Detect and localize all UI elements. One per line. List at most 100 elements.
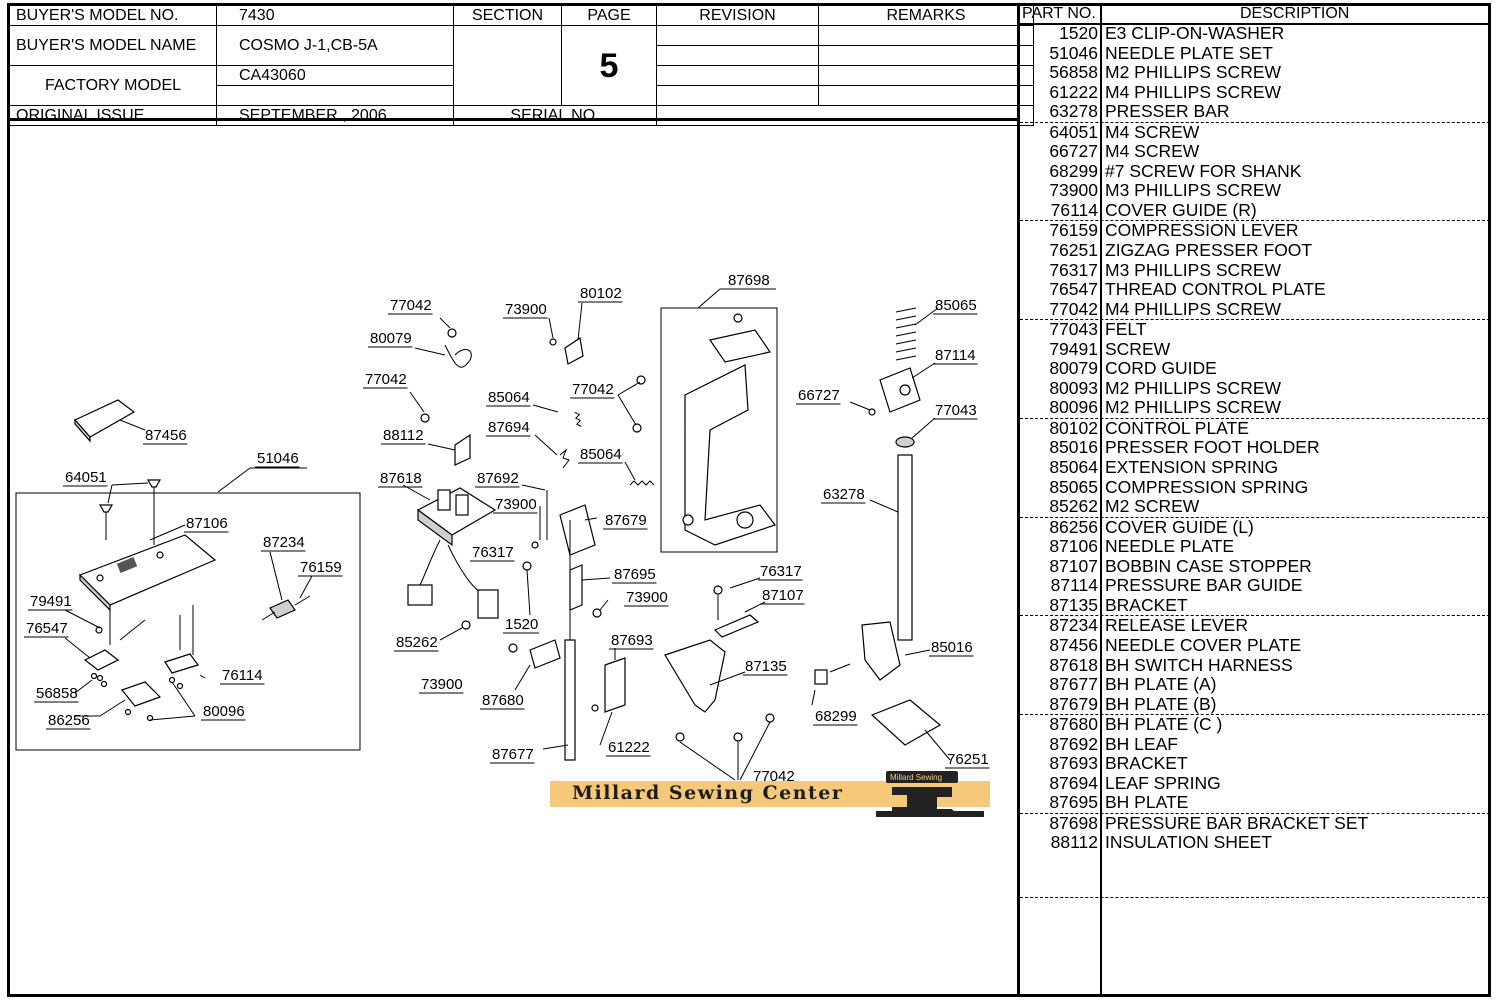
part-description: THREAD CONTROL PLATE (1105, 279, 1326, 300)
callout-label: 87114 (935, 347, 976, 364)
cover-guide-l (120, 681, 162, 707)
callout-label: 76159 (300, 559, 342, 576)
callout-label: 80079 (370, 330, 412, 347)
callout-label: 87693 (611, 632, 653, 649)
callout-label: 88112 (383, 427, 424, 444)
callout-label: 85065 (935, 297, 977, 314)
part-row: 87234 RELEASE LEVER (1020, 616, 1490, 636)
part-description: INSULATION SHEET (1105, 832, 1272, 853)
callout-label: 87618 (380, 470, 422, 487)
callout-label: 56858 (36, 685, 78, 702)
compression-spring (895, 307, 917, 361)
part-row: 87694 LEAF SPRING (1020, 772, 1490, 794)
callout-label: 86256 (48, 712, 90, 729)
parts-column-divider (1100, 5, 1102, 995)
callout-label: 87679 (605, 512, 647, 529)
part-description: EXTENSION SPRING (1105, 457, 1279, 478)
watermark-text: Millard Sewing Center (572, 782, 844, 804)
part-description: BH PLATE (A) (1105, 674, 1217, 695)
callout-label: 76251 (947, 751, 989, 768)
leaf-spring (559, 448, 570, 469)
part-description: #7 SCREW FOR SHANK (1105, 160, 1302, 181)
screw (447, 328, 457, 338)
buyers-model-name: COSMO J-1,CB-5A (216, 25, 454, 66)
callout-label: 85016 (931, 639, 973, 656)
part-description: BH PLATE (C ) (1105, 714, 1223, 735)
callout-label: 77042 (365, 371, 407, 388)
insulation-sheet (454, 433, 471, 466)
part-description: M3 PHILLIPS SCREW (1105, 259, 1282, 280)
part-description: M2 PHILLIPS SCREW (1105, 62, 1282, 83)
callout-label: 73900 (505, 301, 547, 318)
part-description: LEAF SPRING (1105, 772, 1221, 793)
part-description: M4 SCREW (1105, 141, 1200, 162)
callout-label: 85064 (580, 446, 622, 463)
callout-label: 87135 (745, 658, 787, 675)
part-description: BH SWITCH HARNESS (1105, 654, 1293, 675)
part-description: PRESSURE BAR BRACKET SET (1105, 812, 1369, 833)
part-description: PRESSURE BAR GUIDE (1105, 575, 1303, 596)
part-number: 87618 (1049, 654, 1098, 675)
part-number: 87680 (1049, 714, 1098, 735)
description-header: DESCRIPTION (1240, 5, 1350, 22)
part-number: 76159 (1049, 220, 1098, 241)
part-number: 85065 (1049, 476, 1098, 497)
part-number: 85262 (1049, 496, 1098, 517)
part-number: 86256 (1049, 516, 1098, 537)
part-number: 85016 (1049, 437, 1098, 458)
part-description: M4 PHILLIPS SCREW (1105, 298, 1282, 319)
part-description: NEEDLE PLATE (1105, 536, 1235, 557)
part-number: 63278 (1049, 101, 1098, 122)
bobbin-case-stopper (713, 614, 760, 638)
part-row: 88112 INSULATION SHEET (1020, 833, 1490, 853)
part-no-header: PART NO. (1022, 5, 1096, 22)
screw-for-shank (814, 669, 828, 685)
part-row: 85262 M2 SCREW (1020, 497, 1490, 518)
part-number: 87694 (1049, 772, 1098, 793)
callout-label: 87698 (728, 272, 770, 289)
callout-label: 87677 (492, 746, 534, 763)
callout-label: 77042 (753, 768, 795, 785)
pressure-bar-bracket-set-box (660, 307, 778, 553)
part-number: 76547 (1049, 279, 1098, 300)
part-description: M3 PHILLIPS SCREW (1105, 180, 1282, 201)
part-number: 88112 (1050, 832, 1098, 853)
part-description: M2 SCREW (1105, 496, 1200, 517)
clip-on-washer (522, 561, 532, 571)
callout-label: 87107 (762, 587, 804, 604)
part-number: 76251 (1049, 240, 1098, 261)
part-description: M2 PHILLIPS SCREW (1105, 377, 1282, 398)
callout-label: 77042 (390, 297, 432, 314)
part-number: 80102 (1049, 417, 1098, 438)
part-description: RELEASE LEVER (1105, 615, 1248, 636)
callout-label: 66727 (798, 387, 840, 404)
part-number: 51046 (1049, 42, 1098, 63)
part-description: BOBBIN CASE STOPPER (1105, 555, 1312, 576)
page-number: 5 (561, 25, 657, 106)
remarks-label: REMARKS (818, 5, 1034, 26)
felt (895, 436, 915, 448)
part-description: PRESSER FOOT HOLDER (1105, 437, 1320, 458)
extension-spring (629, 480, 655, 486)
part-number: 64051 (1049, 121, 1098, 142)
callout-label: 73900 (495, 496, 537, 513)
revision-label: REVISION (656, 5, 819, 26)
callout-label: 1520 (505, 616, 538, 633)
part-number: 87234 (1049, 615, 1098, 636)
